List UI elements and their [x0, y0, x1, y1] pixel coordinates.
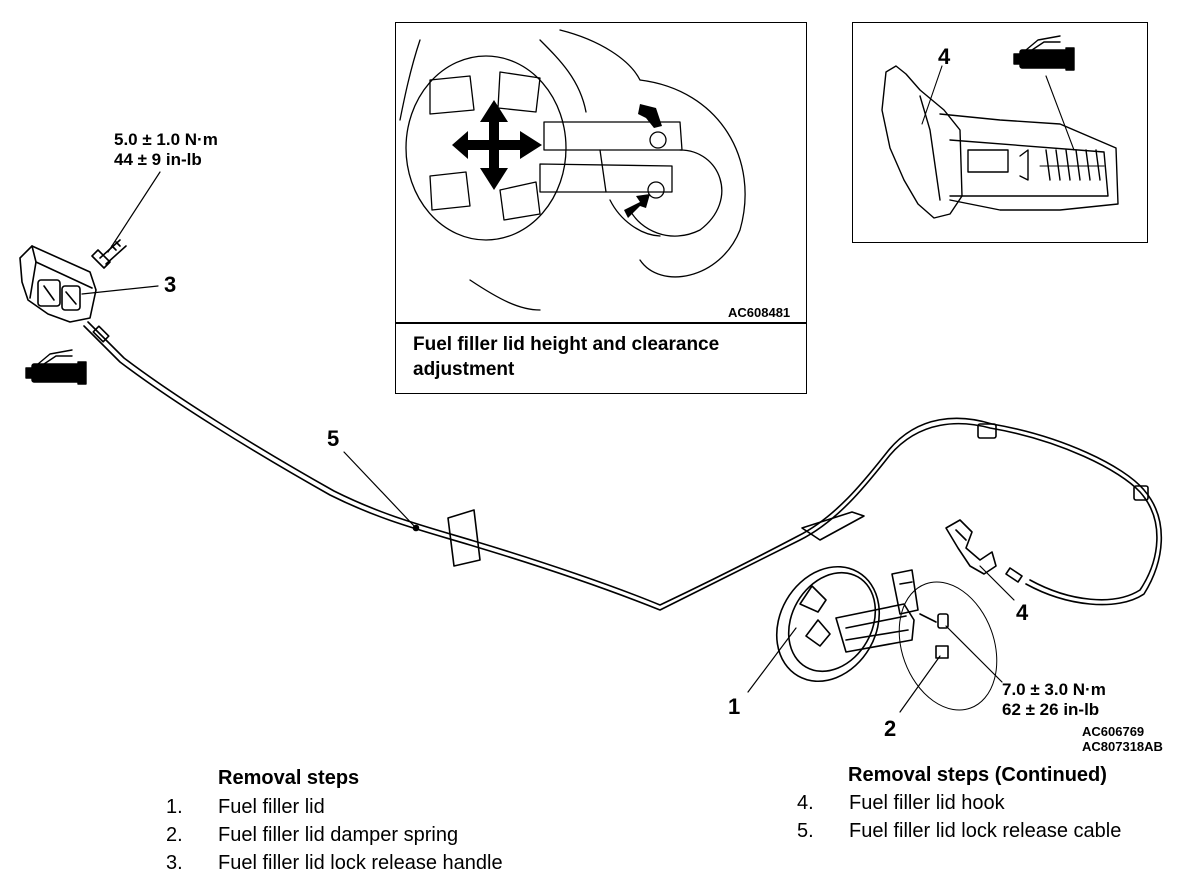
pointer-arrow-icons — [624, 104, 662, 218]
inset-height-adjustment-frame — [395, 22, 807, 394]
step-number: 2. — [166, 824, 183, 846]
callout-4-inset: 4 — [938, 44, 951, 69]
inset-hook-cutaway-frame — [852, 22, 1148, 243]
fuel-filler-lid-hook — [945, 519, 997, 575]
hook-cutaway-illustration — [881, 65, 1119, 219]
grease-gun-icon-left — [25, 349, 87, 385]
figure-code-1: AC606769 — [1082, 724, 1145, 739]
step-label: Fuel filler lid hook — [849, 792, 1005, 814]
height-adjustment-illustration — [399, 29, 746, 311]
step-label: Fuel filler lid lock release cable — [849, 820, 1122, 842]
step-label: Fuel filler lid — [218, 796, 325, 818]
removal-steps-title: Removal steps — [218, 767, 360, 789]
inset-image-code: AC608481 — [728, 305, 791, 320]
fuel-filler-lid — [775, 565, 919, 683]
adjustment-arrow-icon — [452, 100, 542, 190]
torque-spec-lid-bolt: 7.0 ± 3.0 N·m 62 ± 26 in-lb — [1002, 680, 1106, 720]
torque-spec-handle-bolt: 5.0 ± 1.0 N·m 44 ± 9 in-lb — [114, 130, 218, 170]
step-label: Fuel filler lid lock release handle — [218, 852, 503, 874]
figure-code-block: AC606769 AC807318AB — [1082, 724, 1163, 754]
torque-handle-nm: 5.0 ± 1.0 N·m — [114, 130, 218, 149]
step-number: 5. — [797, 820, 814, 842]
removal-step-2: 2. Fuel filler lid damper spring — [166, 825, 458, 845]
torque-lid-nm: 7.0 ± 3.0 N·m — [1002, 680, 1106, 699]
inset-caption-line2: adjustment — [413, 359, 515, 380]
lock-release-cable — [83, 321, 1163, 611]
removal-step-5: 5. Fuel filler lid lock release cable — [797, 821, 1121, 841]
callout-5: 5 — [327, 426, 340, 451]
callout-2: 2 — [884, 716, 897, 741]
figure-code-2: AC807318AB — [1082, 739, 1163, 754]
callout-1: 1 — [728, 694, 741, 719]
inset-caption-line1: Fuel filler lid height and clearance — [413, 334, 720, 355]
step-number: 4. — [797, 792, 814, 814]
removal-steps-continued-title: Removal steps (Continued) — [848, 764, 1107, 786]
callout-4-main: 4 — [1016, 600, 1029, 625]
handle-bolt — [91, 239, 127, 269]
step-number: 1. — [166, 796, 183, 818]
removal-step-3: 3. Fuel filler lid lock release handle — [166, 853, 503, 873]
inset-caption-divider — [396, 322, 806, 324]
step-label: Fuel filler lid damper spring — [218, 824, 459, 846]
torque-handle-inlb: 44 ± 9 in-lb — [114, 150, 202, 169]
callout-3: 3 — [164, 272, 177, 297]
torque-lid-inlb: 62 ± 26 in-lb — [1002, 700, 1100, 719]
grease-gun-icon-right — [1013, 35, 1075, 71]
removal-step-4: 4. Fuel filler lid hook — [797, 793, 1005, 813]
damper-spring — [919, 613, 949, 659]
removal-step-1: 1. Fuel filler lid — [166, 797, 325, 817]
lock-release-handle — [19, 245, 97, 323]
inset-caption: Fuel filler lid height and clearance adj… — [413, 332, 719, 382]
step-number: 3. — [166, 852, 183, 874]
